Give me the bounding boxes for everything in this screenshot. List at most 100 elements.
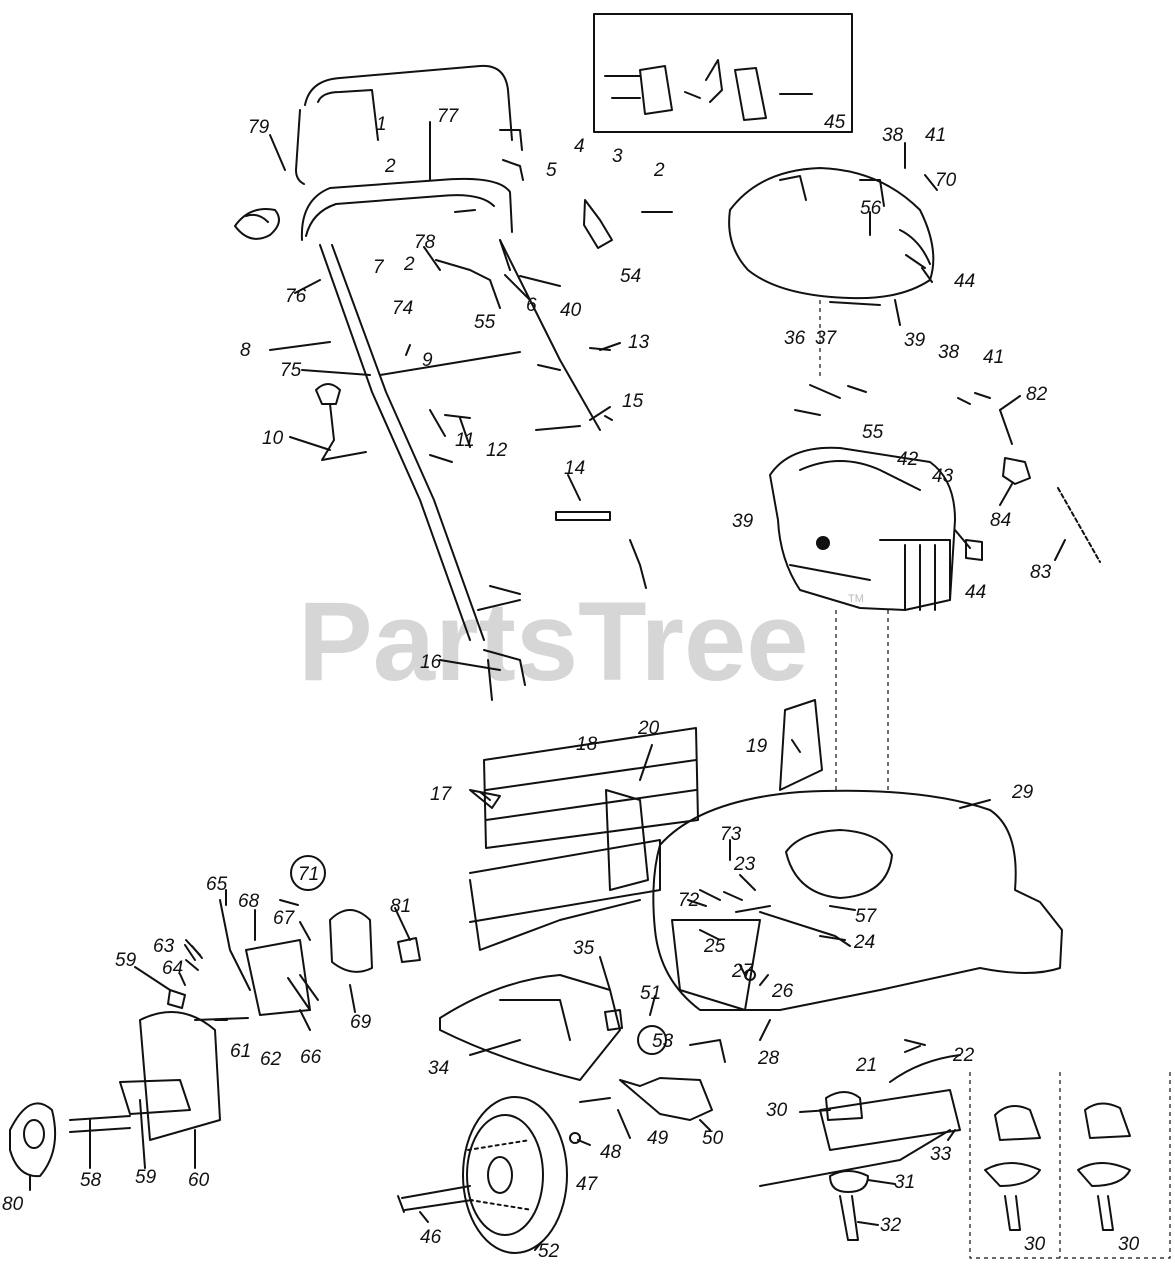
callout-label: 2 (403, 254, 415, 275)
callout-label: 30 (1024, 1234, 1046, 1255)
engine-icon (728, 167, 935, 416)
callout-label: 17 (430, 784, 453, 805)
callout-label: 12 (486, 440, 508, 461)
callout-label: 49 (647, 1128, 669, 1149)
callout-label: 4 (574, 136, 585, 157)
callout-label: 26 (771, 981, 794, 1002)
callout-label: 55 (474, 312, 496, 333)
callout-label: 30 (766, 1100, 788, 1121)
callout-label: 68 (238, 891, 260, 912)
callout-label: 32 (880, 1215, 902, 1236)
callout-label: 51 (640, 983, 661, 1004)
callout-label: 42 (897, 449, 919, 470)
callout-label: 54 (620, 266, 641, 287)
callout-label: 73 (720, 824, 742, 845)
leader-lines (29, 121, 1066, 1251)
callout-label: 71 (298, 864, 319, 885)
callout-label: 36 (784, 328, 806, 349)
callout-label: 64 (162, 958, 183, 979)
callout-label: 18 (576, 734, 598, 755)
callout-label: 27 (731, 961, 755, 982)
callout-label: 23 (733, 854, 756, 875)
wheel-icon (397, 1039, 726, 1254)
callout-label: 24 (853, 932, 875, 953)
callout-label: 52 (538, 1241, 560, 1262)
watermark-text: PartsTree (298, 579, 809, 704)
callout-label: 74 (392, 298, 413, 319)
callout-label: 14 (564, 458, 585, 479)
callout-label: 63 (153, 936, 175, 957)
callout-label: 21 (855, 1055, 877, 1076)
callout-label: 65 (206, 874, 228, 895)
callout-label: 77 (437, 106, 460, 127)
callout-label: 34 (428, 1058, 449, 1079)
rear-chute (469, 699, 823, 951)
callout-label: 1 (376, 114, 387, 135)
callout-label: 78 (414, 232, 436, 253)
callout-label: 80 (2, 1194, 24, 1215)
callout-label: 15 (622, 391, 644, 412)
callout-label: 76 (285, 286, 307, 307)
callout-label: 33 (930, 1144, 952, 1165)
callout-label: 3 (612, 146, 623, 167)
callout-label: 30 (1118, 1234, 1140, 1255)
drive-assembly (9, 899, 421, 1178)
callout-label: 45 (824, 112, 846, 133)
callout-label: 79 (248, 117, 270, 138)
callout-label: 8 (240, 340, 251, 361)
callout-label: 31 (894, 1172, 915, 1193)
callout-label: 48 (600, 1142, 622, 1163)
callout-label: 75 (280, 360, 302, 381)
callout-label: 56 (860, 198, 882, 219)
callout-label: 67 (273, 908, 296, 929)
callout-label: 66 (300, 1047, 322, 1068)
callout-label: 46 (420, 1227, 442, 1248)
callout-label: 39 (904, 330, 926, 351)
callout-label: 35 (573, 938, 595, 959)
callout-label: 60 (188, 1170, 210, 1191)
callout-label: 9 (422, 350, 433, 371)
callout-label: 41 (925, 125, 946, 146)
callout-label: 13 (628, 332, 650, 353)
watermark-trademark: TM (848, 593, 864, 605)
callout-label: 2 (384, 156, 396, 177)
callout-label: 37 (815, 328, 838, 349)
callout-label: 72 (678, 890, 700, 911)
callout-label: 58 (80, 1170, 102, 1191)
callout-label: 59 (115, 950, 137, 971)
blade-icon (759, 1054, 1171, 1259)
callout-label: 44 (954, 271, 975, 292)
circled-label-icon (290, 855, 326, 891)
callout-label: 39 (732, 511, 754, 532)
callout-label: 16 (420, 652, 442, 673)
circled-label-icon (637, 1025, 667, 1055)
callout-label: 61 (230, 1041, 251, 1062)
inset-box-45 (593, 13, 853, 133)
callout-label: 82 (1026, 384, 1048, 405)
callout-label: 47 (576, 1174, 599, 1195)
callout-label: 19 (746, 736, 768, 757)
callout-label: 11 (455, 430, 475, 451)
callout-label: 57 (855, 906, 878, 927)
deck-icon (652, 789, 1063, 1046)
callout-label: 22 (952, 1045, 975, 1066)
callout-label: 5 (546, 160, 557, 181)
callout-label: 43 (932, 466, 954, 487)
callout-label: 81 (390, 896, 411, 917)
callout-label: 29 (1011, 782, 1034, 803)
callout-label: 84 (990, 510, 1011, 531)
callout-label: 62 (260, 1049, 282, 1070)
callout-label: 50 (702, 1128, 724, 1149)
callout-label: 69 (350, 1012, 372, 1033)
callout-label: 44 (965, 582, 986, 603)
engine-block (769, 392, 1101, 611)
callout-label: 70 (935, 170, 957, 191)
callout-label: 55 (862, 422, 884, 443)
callout-label: 53 (652, 1031, 674, 1052)
callout-label: 25 (703, 936, 726, 957)
inset-throttle-assembly (604, 59, 813, 121)
callout-label: 38 (938, 342, 960, 363)
